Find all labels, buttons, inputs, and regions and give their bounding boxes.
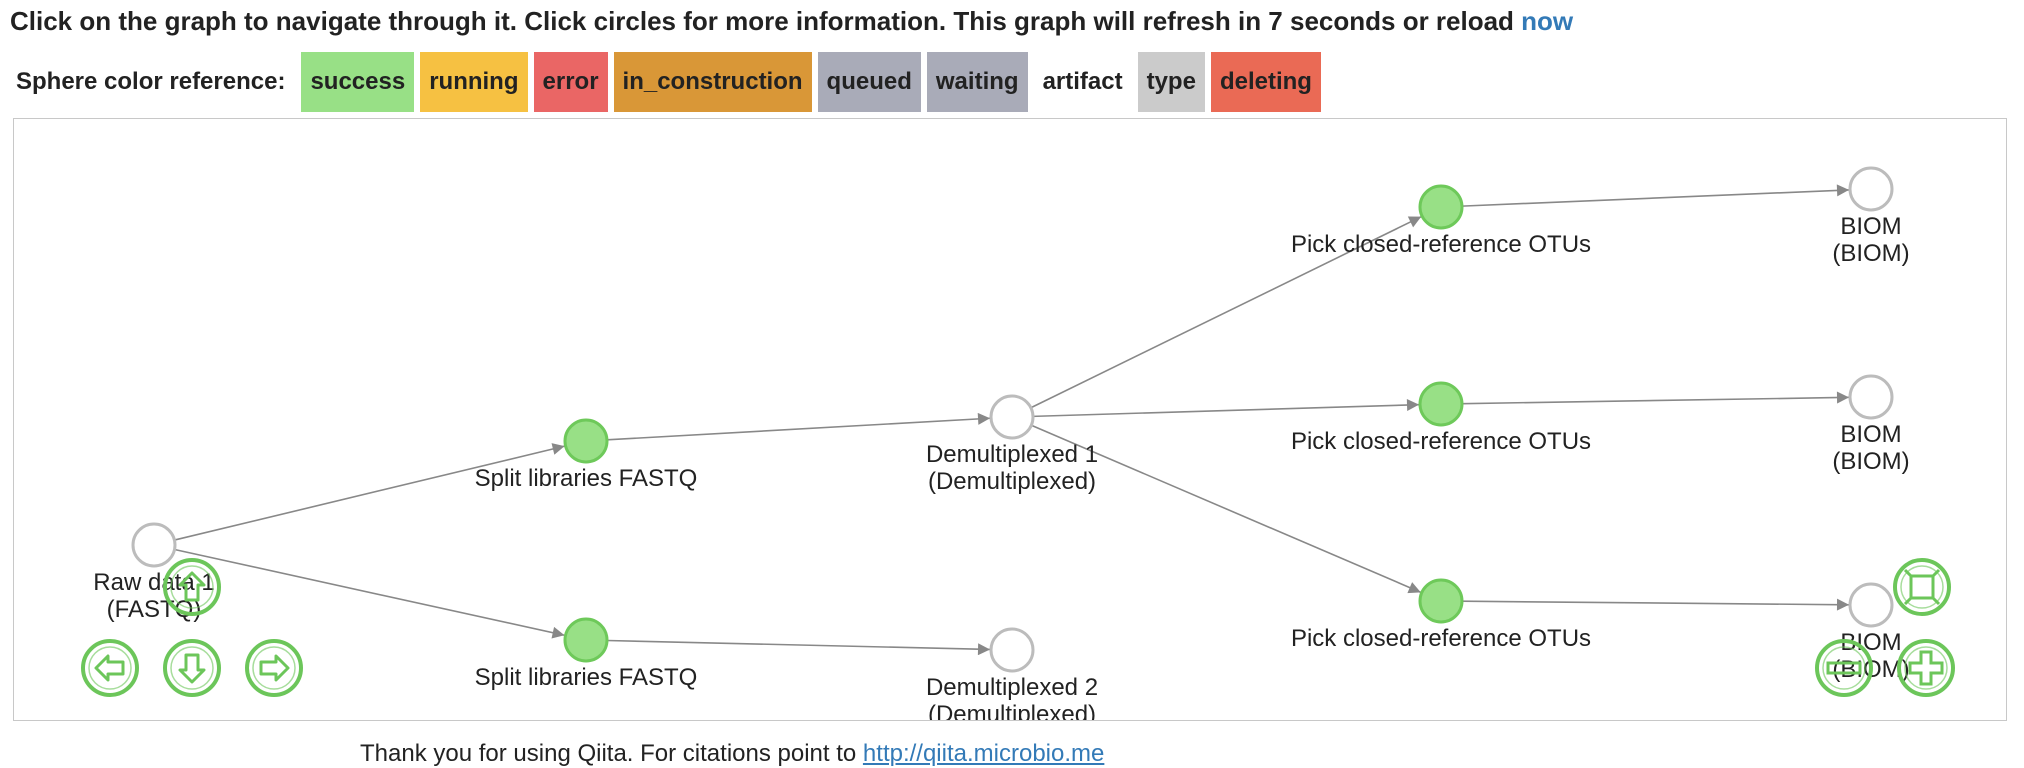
zoom-in-icon[interactable] (1897, 639, 1955, 697)
node-label-pick3: Pick closed-reference OTUs (1291, 625, 1591, 652)
legend-chip-type: type (1137, 52, 1205, 112)
node-label-split2: Split libraries FASTQ (475, 664, 698, 691)
node-biom2[interactable]: BIOM(BIOM) (1832, 374, 1910, 475)
node-circle-split2[interactable] (563, 617, 609, 663)
node-label-biom1: BIOM (1840, 213, 1901, 240)
legend-chip-running: running (420, 52, 528, 112)
legend-chip-deleting: deleting (1210, 52, 1321, 112)
edge-demux1-pick3 (1030, 424, 1422, 594)
arrow-down-icon[interactable] (163, 639, 221, 697)
edge-split1-demux1 (606, 412, 991, 441)
node-circle-demux2[interactable] (989, 627, 1035, 673)
node-pick1[interactable]: Pick closed-reference OTUs (1291, 184, 1591, 258)
node-label-raw: Raw data 1 (93, 569, 214, 596)
graph-instructions: Click on the graph to navigate through i… (10, 6, 1573, 37)
node-circle-biom3[interactable] (1848, 582, 1894, 628)
node-pick2[interactable]: Pick closed-reference OTUs (1291, 381, 1591, 455)
fit-icon[interactable] (1893, 558, 1951, 616)
legend-chip-waiting: waiting (926, 52, 1028, 112)
edge-demux1-pick2 (1032, 399, 1420, 418)
node-circle-pick3[interactable] (1418, 578, 1464, 624)
edge-pick3-biom3 (1461, 598, 1850, 611)
node-circle-split1[interactable] (563, 418, 609, 464)
node-label-biom2: (BIOM) (1832, 448, 1909, 475)
legend-chip-artifact: artifact (1033, 52, 1132, 112)
zoom-out-icon[interactable] (1815, 639, 1873, 697)
footer: Thank you for using Qiita. For citations… (360, 740, 1104, 768)
legend-chip-queued: queued (817, 52, 921, 112)
edge-pick2-biom2 (1461, 391, 1850, 405)
node-label-biom2: BIOM (1840, 421, 1901, 448)
node-circle-demux1[interactable] (989, 394, 1035, 440)
node-circle-raw[interactable] (131, 522, 177, 568)
node-pick3[interactable]: Pick closed-reference OTUs (1291, 578, 1591, 652)
arrow-right-icon[interactable] (245, 639, 303, 697)
node-label-split1: Split libraries FASTQ (475, 465, 698, 492)
instructions-text: Click on the graph to navigate through i… (10, 6, 1514, 36)
node-circle-biom2[interactable] (1848, 374, 1894, 420)
node-demux1[interactable]: Demultiplexed 1(Demultiplexed) (926, 394, 1098, 495)
node-demux2[interactable]: Demultiplexed 2(Demultiplexed) (926, 627, 1098, 721)
edge-raw-split1 (174, 443, 565, 541)
edge-raw-split2 (174, 548, 565, 639)
legend-chip-in-construction: in_construction (613, 52, 812, 112)
node-label-demux1: (Demultiplexed) (928, 468, 1096, 495)
graph-canvas[interactable]: Raw data 1(FASTQ)Split libraries FASTQSp… (14, 119, 2007, 721)
node-circle-biom1[interactable] (1848, 166, 1894, 212)
legend-label: Sphere color reference: (16, 68, 286, 95)
node-label-demux1: Demultiplexed 1 (926, 441, 1098, 468)
node-split1[interactable]: Split libraries FASTQ (475, 418, 698, 492)
node-label-pick1: Pick closed-reference OTUs (1291, 231, 1591, 258)
edge-split2-demux2 (606, 639, 991, 656)
node-biom1[interactable]: BIOM(BIOM) (1832, 166, 1910, 267)
node-label-demux2: (Demultiplexed) (928, 701, 1096, 721)
node-label-biom1: (BIOM) (1832, 240, 1909, 267)
legend-chip-success: success (301, 52, 415, 112)
arrow-up-icon[interactable] (163, 558, 221, 616)
reload-now-link[interactable]: now (1521, 6, 1574, 36)
node-label-pick2: Pick closed-reference OTUs (1291, 428, 1591, 455)
node-split2[interactable]: Split libraries FASTQ (475, 617, 698, 691)
arrow-left-icon[interactable] (81, 639, 139, 697)
node-circle-pick2[interactable] (1418, 381, 1464, 427)
edge-demux1-pick1 (1030, 215, 1422, 409)
node-label-demux2: Demultiplexed 2 (926, 674, 1098, 701)
node-circle-pick1[interactable] (1418, 184, 1464, 230)
edge-pick1-biom1 (1461, 184, 1850, 207)
legend-chip-error: error (533, 52, 608, 112)
